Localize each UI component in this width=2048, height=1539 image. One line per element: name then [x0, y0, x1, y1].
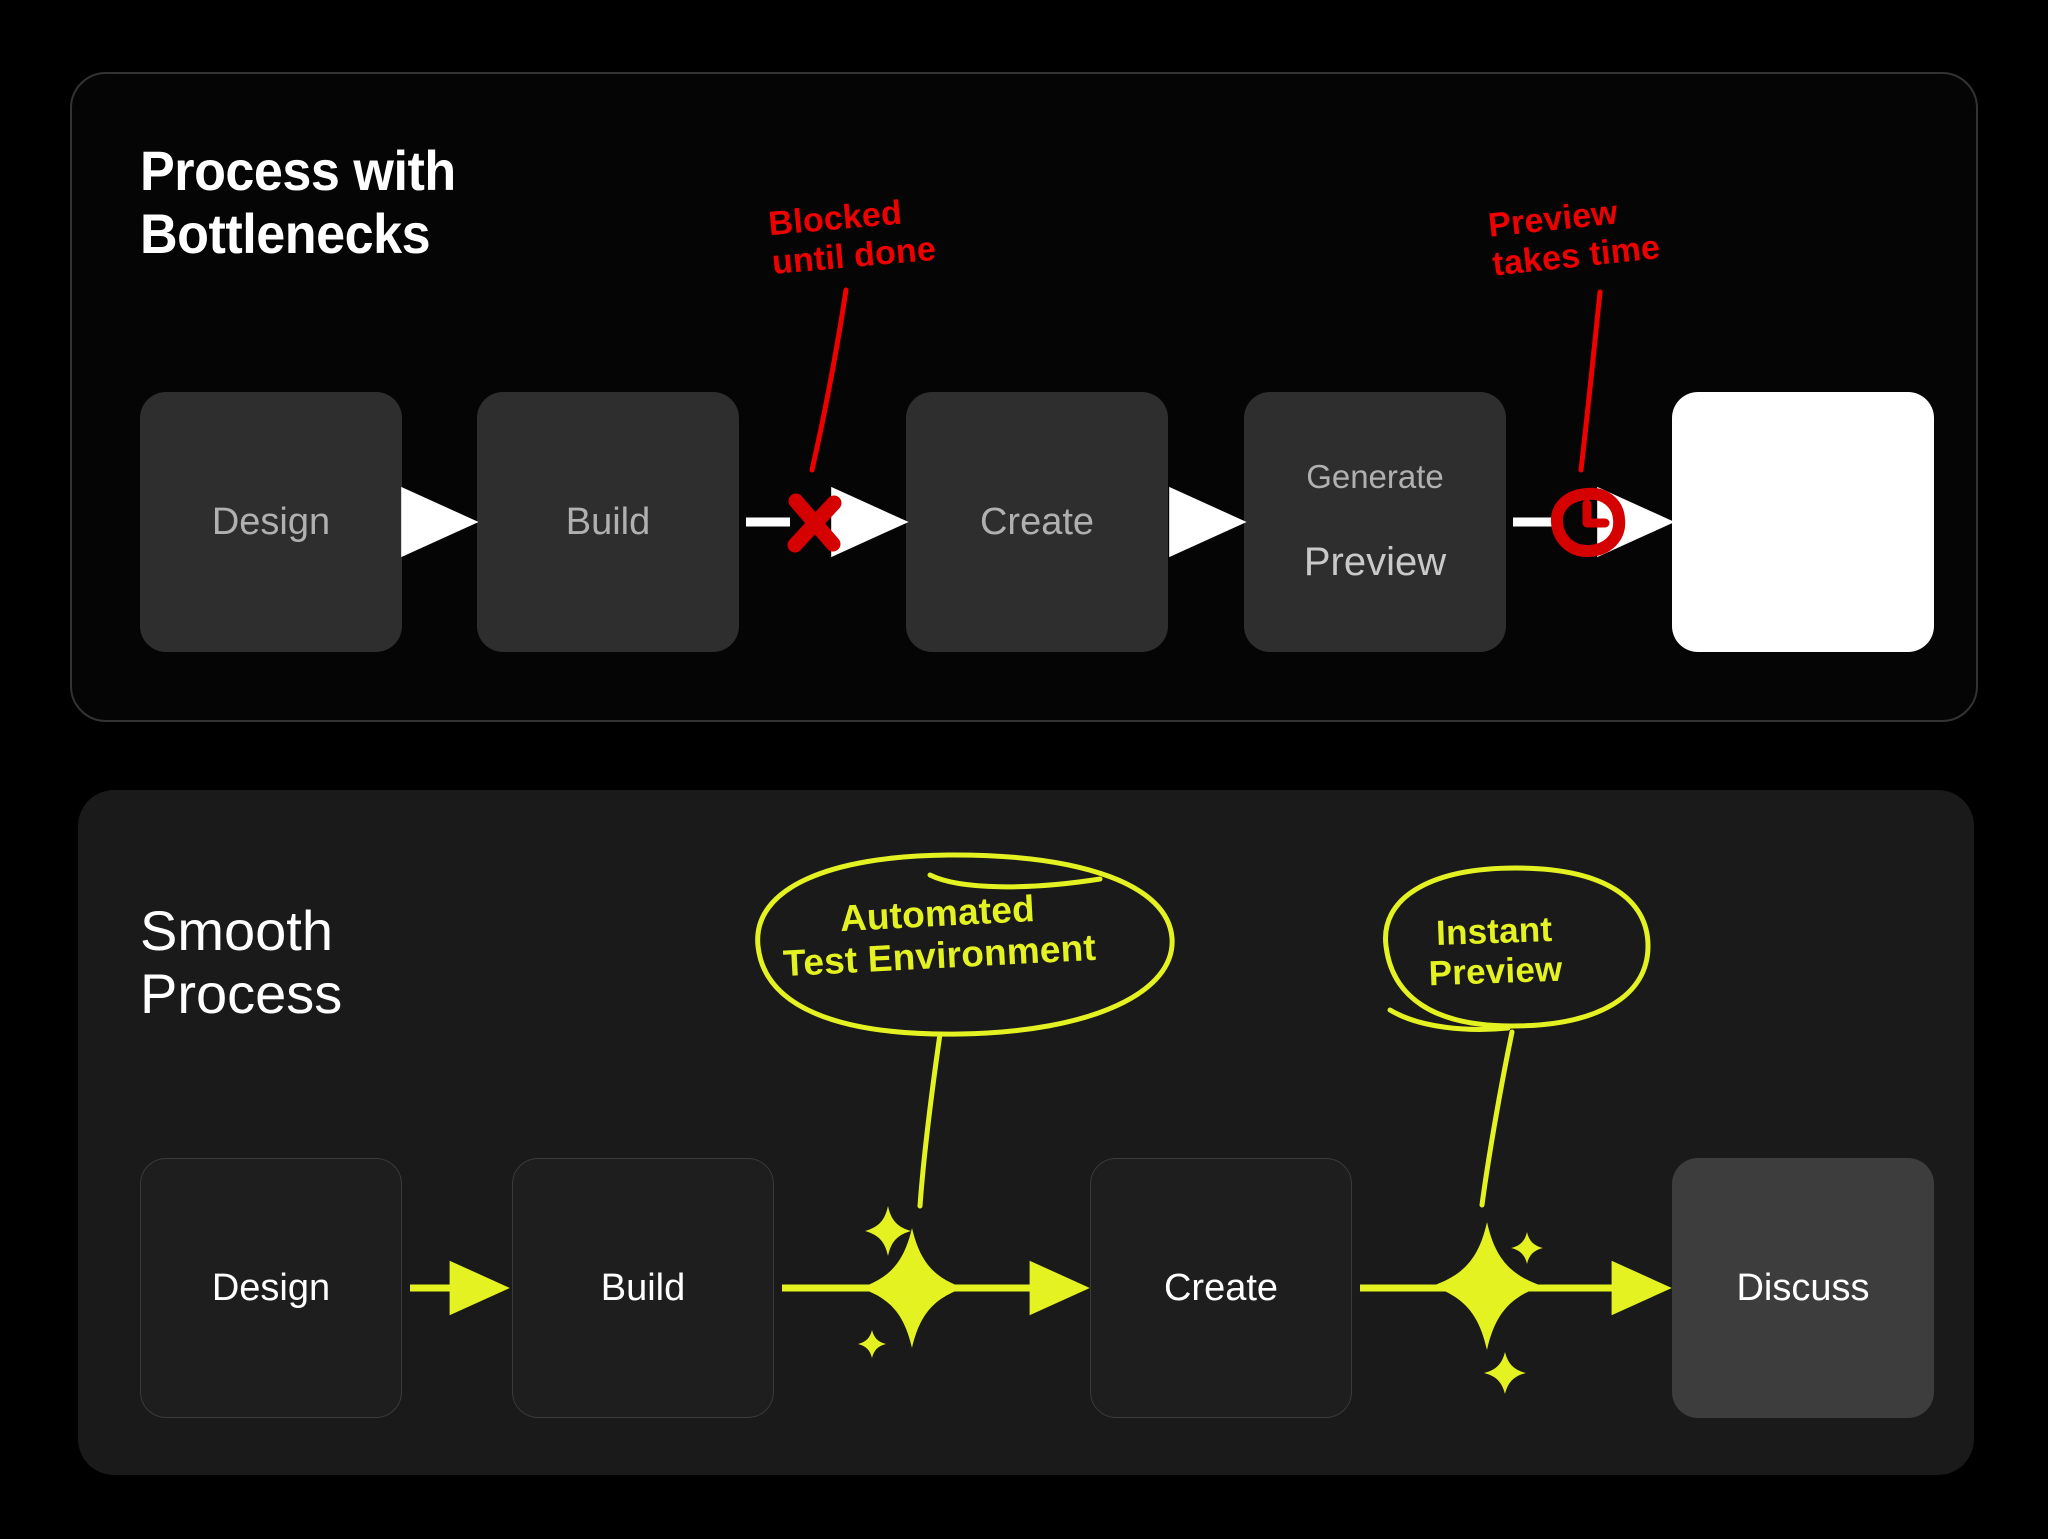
step-label: Design [211, 1266, 331, 1309]
annotation-automated-test-environment: Automated Test Environment [782, 887, 1097, 985]
step-node-generate-preview[interactable]: Generate Preview [1244, 392, 1506, 652]
annotation-instant-preview: Instant Preview [1428, 909, 1564, 994]
step-node-create-bottom[interactable]: Create [1090, 1158, 1352, 1418]
step-node-discuss[interactable]: Discuss [1672, 1158, 1934, 1418]
step-label: Create [1163, 1266, 1279, 1309]
step-label: Create [979, 500, 1095, 543]
step-node-design-bottom[interactable]: Design [140, 1158, 402, 1418]
step-label: Build [600, 1266, 686, 1309]
step-label-line2: Preview [1303, 540, 1447, 585]
panel-title-bottlenecks: Process with Bottlenecks [140, 139, 456, 265]
panel-title-smooth: Smooth Process [140, 899, 343, 1025]
step-label: Build [565, 500, 651, 543]
step-label-line1: Generate [1306, 457, 1444, 495]
step-node-result-blank[interactable] [1672, 392, 1934, 652]
step-label-group: Generate Preview [1304, 416, 1446, 627]
step-node-create-top[interactable]: Create [906, 392, 1168, 652]
step-node-build-bottom[interactable]: Build [512, 1158, 774, 1418]
step-node-design-top[interactable]: Design [140, 392, 402, 652]
step-label: Discuss [1736, 1266, 1870, 1309]
step-label: Design [211, 500, 331, 543]
step-node-build-top[interactable]: Build [477, 392, 739, 652]
annotation-blocked-until-done: Blocked until done [766, 193, 938, 282]
